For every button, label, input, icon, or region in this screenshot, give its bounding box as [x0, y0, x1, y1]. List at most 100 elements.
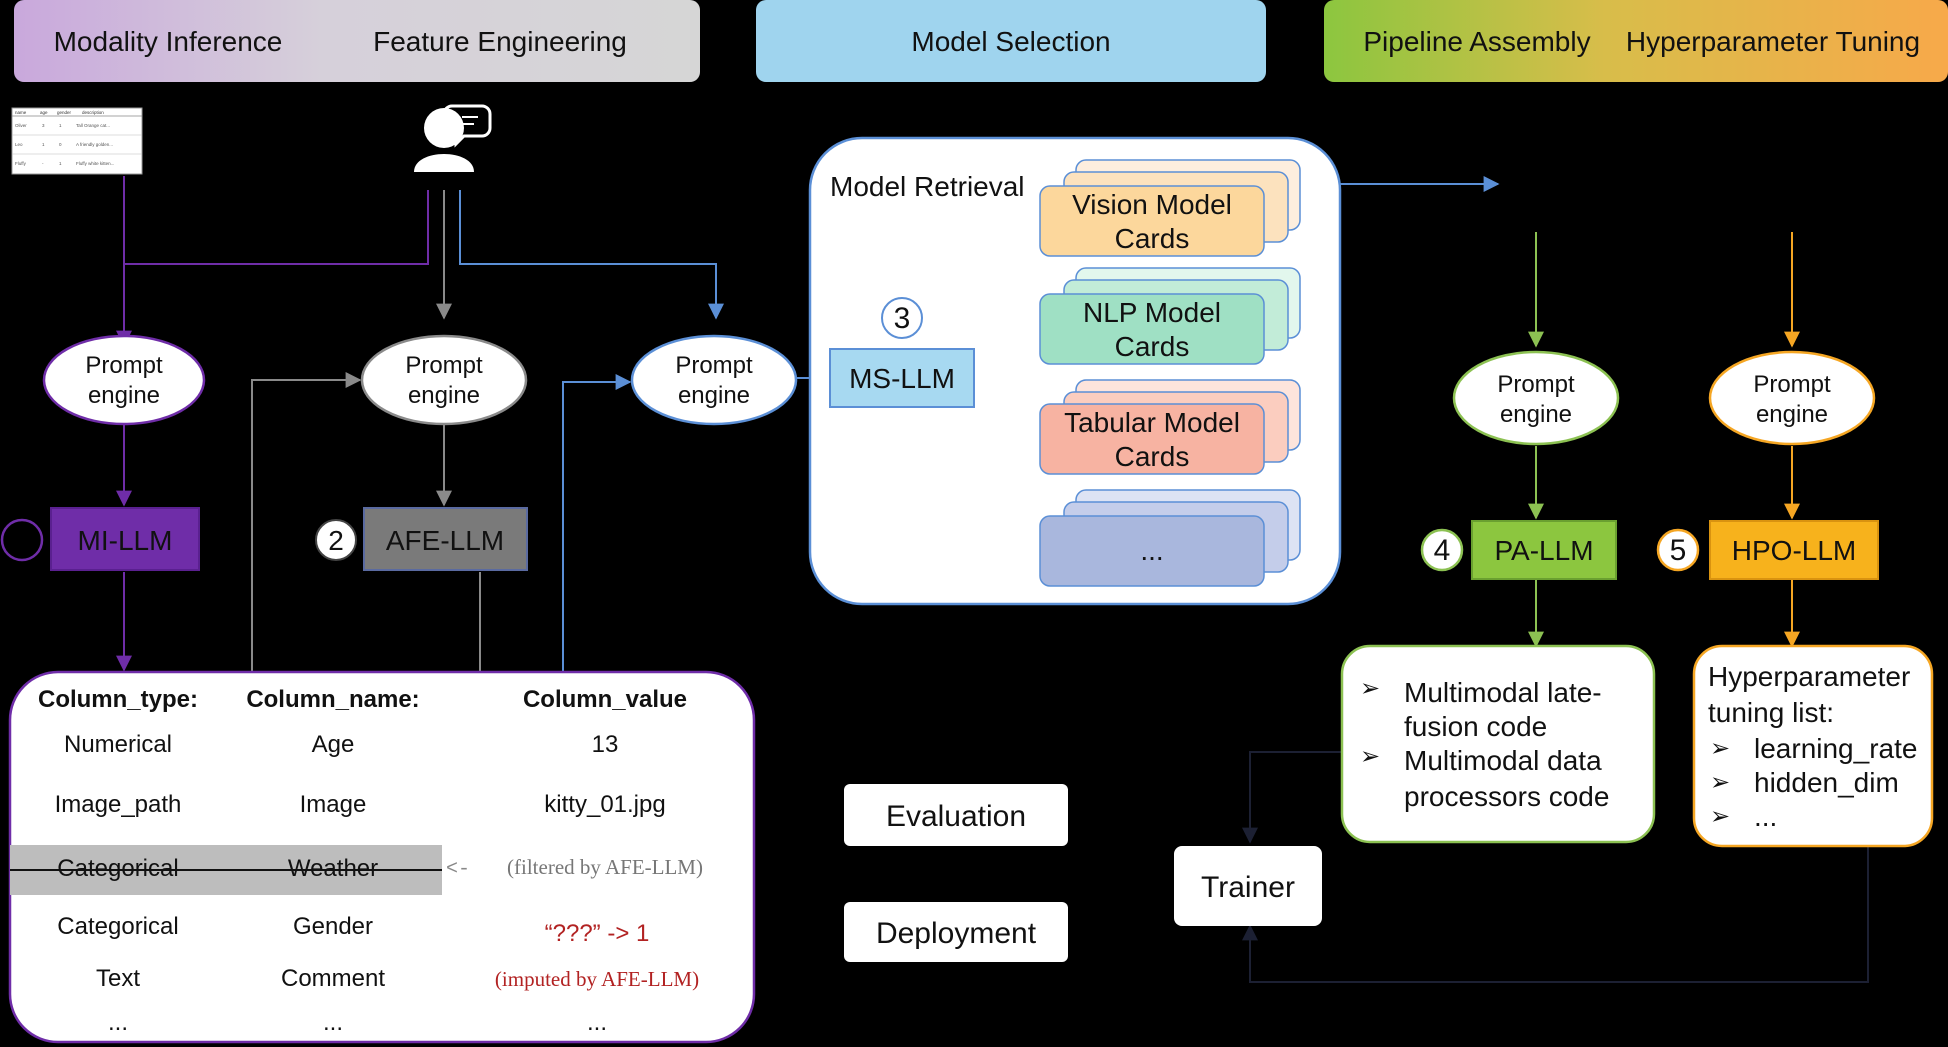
column-table: Column_type: Column_name: Column_value N…: [8, 670, 756, 1044]
table-row: Text Comment (imputed by AFE-LLM): [96, 965, 699, 992]
stage-feature-engineering-label: Feature Engineering: [373, 26, 627, 57]
svg-text:Categorical: Categorical: [57, 913, 178, 940]
stage-header-pa-hpo: Pipeline Assembly Hyperparameter Tuning: [1324, 0, 1948, 82]
more-model-cards: ...: [1039, 489, 1301, 587]
filtered-arrow: <-: [446, 858, 470, 881]
svg-text:Trainer: Trainer: [1201, 871, 1295, 904]
svg-text:...: ...: [108, 1009, 128, 1036]
hpo-llm-block: 5 HPO-LLM: [1656, 520, 1879, 580]
svg-text:engine: engine: [88, 382, 160, 409]
svg-text:AFE-LLM: AFE-LLM: [386, 525, 504, 556]
svg-text:Cards: Cards: [1115, 223, 1190, 254]
svg-text:...: ...: [587, 1009, 607, 1036]
svg-text:Comment: Comment: [281, 965, 385, 992]
svg-text:Weather: Weather: [288, 855, 378, 882]
svg-text:MI-LLM: MI-LLM: [78, 525, 173, 556]
trainer-button[interactable]: Trainer: [1174, 846, 1322, 926]
nlp-model-cards: NLP Model Cards: [1039, 267, 1301, 365]
step-4-marker: [1420, 528, 1464, 572]
svg-text:5: 5: [1670, 534, 1687, 567]
svg-text:PA-LLM: PA-LLM: [1494, 535, 1593, 566]
svg-text:Image: Image: [300, 791, 367, 818]
svg-text:...: ...: [323, 1009, 343, 1036]
prompt-engine-hpo: Prompt engine: [1708, 350, 1876, 446]
svg-text:13: 13: [592, 731, 619, 758]
svg-text:engine: engine: [1500, 401, 1572, 428]
svg-text:Vision Model: Vision Model: [1072, 189, 1232, 220]
mini-table-row: Oliver 3 1 Tall Orange cat...: [15, 123, 110, 128]
svg-text:learning_rate: learning_rate: [1754, 733, 1917, 764]
svg-text:3: 3: [894, 302, 911, 335]
mini-table-row: Fluffy - 1 Fluffy white kitten...: [15, 161, 114, 166]
step-1-marker: [0, 518, 44, 562]
step-2-marker: [315, 519, 357, 561]
table-row: Numerical Age 13: [64, 731, 618, 758]
svg-text:Hyperparameter: Hyperparameter: [1708, 661, 1910, 692]
svg-text:Prompt: Prompt: [1497, 371, 1575, 398]
deployment-button[interactable]: Deployment: [844, 902, 1068, 962]
svg-text:Prompt: Prompt: [1753, 371, 1831, 398]
svg-text:Prompt: Prompt: [85, 352, 163, 379]
afe-llm-block: 2 AFE-LLM: [315, 507, 528, 571]
evaluation-button[interactable]: Evaluation: [844, 784, 1068, 846]
svg-text:processors code: processors code: [1404, 781, 1609, 812]
svg-text:NLP Model: NLP Model: [1083, 297, 1221, 328]
svg-text:Cards: Cards: [1115, 331, 1190, 362]
svg-text:...: ...: [1754, 801, 1777, 832]
pa-output-box: ➢ Multimodal late- fusion code ➢ Multimo…: [1340, 644, 1656, 844]
svg-text:Tabular Model: Tabular Model: [1064, 407, 1240, 438]
pa-llm-block: 4 PA-LLM: [1420, 520, 1617, 580]
table-row: Image_path Image kitty_01.jpg: [55, 791, 666, 818]
user-icon: [414, 104, 492, 172]
svg-text:Text: Text: [96, 965, 140, 992]
svg-text:Deployment: Deployment: [876, 917, 1037, 950]
bullet-arrow-icon: ➢: [1360, 675, 1380, 702]
svg-text:Image_path: Image_path: [55, 791, 182, 818]
stage-pipeline-assembly-label: Pipeline Assembly: [1363, 26, 1590, 57]
step-3-marker: [881, 297, 923, 339]
hpo-output-box: Hyperparameter tuning list: ➢ learning_r…: [1692, 644, 1934, 848]
step-5-marker: [1656, 528, 1700, 572]
svg-text:Multimodal late-: Multimodal late-: [1404, 677, 1602, 708]
bullet-arrow-icon: ➢: [1710, 769, 1730, 796]
ms-llm-block: [829, 348, 975, 408]
bullet-arrow-icon: ➢: [1710, 803, 1730, 830]
table-row: ... ... ...: [108, 1009, 607, 1036]
svg-text:Gender: Gender: [293, 913, 373, 940]
tabular-model-cards: Tabular Model Cards: [1039, 379, 1301, 475]
bullet-arrow-icon: ➢: [1710, 735, 1730, 762]
model-retrieval-panel: Model Retrieval 3 MS-LLM Vision Model Ca…: [808, 136, 1342, 606]
table-row-filtered: Categorical Weather <- (filtered by AFE-…: [10, 845, 703, 895]
svg-text:(imputed by AFE-LLM): (imputed by AFE-LLM): [495, 967, 699, 991]
connectors-right: [1242, 232, 1869, 983]
prompt-engine-mi: Prompt engine: [42, 334, 206, 426]
table-row: Categorical Gender “???” -> 1: [57, 913, 649, 947]
header-column-type: Column_type:: [38, 686, 198, 713]
mini-table-header: name age gender description: [15, 110, 104, 115]
stage-hyperparameter-tuning-label: Hyperparameter Tuning: [1626, 26, 1920, 57]
mi-llm-block: MI-LLM: [0, 507, 200, 571]
svg-text:Evaluation: Evaluation: [886, 800, 1026, 833]
model-retrieval-title: Model Retrieval: [830, 171, 1025, 202]
svg-text:hidden_dim: hidden_dim: [1754, 767, 1899, 798]
svg-text:MS-LLM: MS-LLM: [849, 363, 955, 394]
svg-text:engine: engine: [408, 382, 480, 409]
svg-text:Prompt: Prompt: [675, 352, 753, 379]
bullet-arrow-icon: ➢: [1360, 743, 1380, 770]
svg-text:Numerical: Numerical: [64, 731, 172, 758]
svg-text:“???” -> 1: “???” -> 1: [545, 920, 650, 947]
stage-model-selection-label: Model Selection: [911, 26, 1110, 57]
svg-text:engine: engine: [678, 382, 750, 409]
input-table-thumbnail: name age gender description Oliver 3 1 T…: [11, 107, 143, 175]
stage-header-model-selection: Model Selection: [756, 0, 1266, 82]
svg-text:Cards: Cards: [1115, 441, 1190, 472]
svg-text:Categorical: Categorical: [57, 855, 178, 882]
svg-text:Prompt: Prompt: [405, 352, 483, 379]
svg-text:Age: Age: [312, 731, 355, 758]
header-column-value: Column_value: [523, 686, 687, 713]
svg-text:Multimodal data: Multimodal data: [1404, 745, 1602, 776]
svg-text:4: 4: [1434, 534, 1451, 567]
svg-text:tuning list:: tuning list:: [1708, 697, 1834, 728]
svg-text:kitty_01.jpg: kitty_01.jpg: [544, 791, 665, 818]
